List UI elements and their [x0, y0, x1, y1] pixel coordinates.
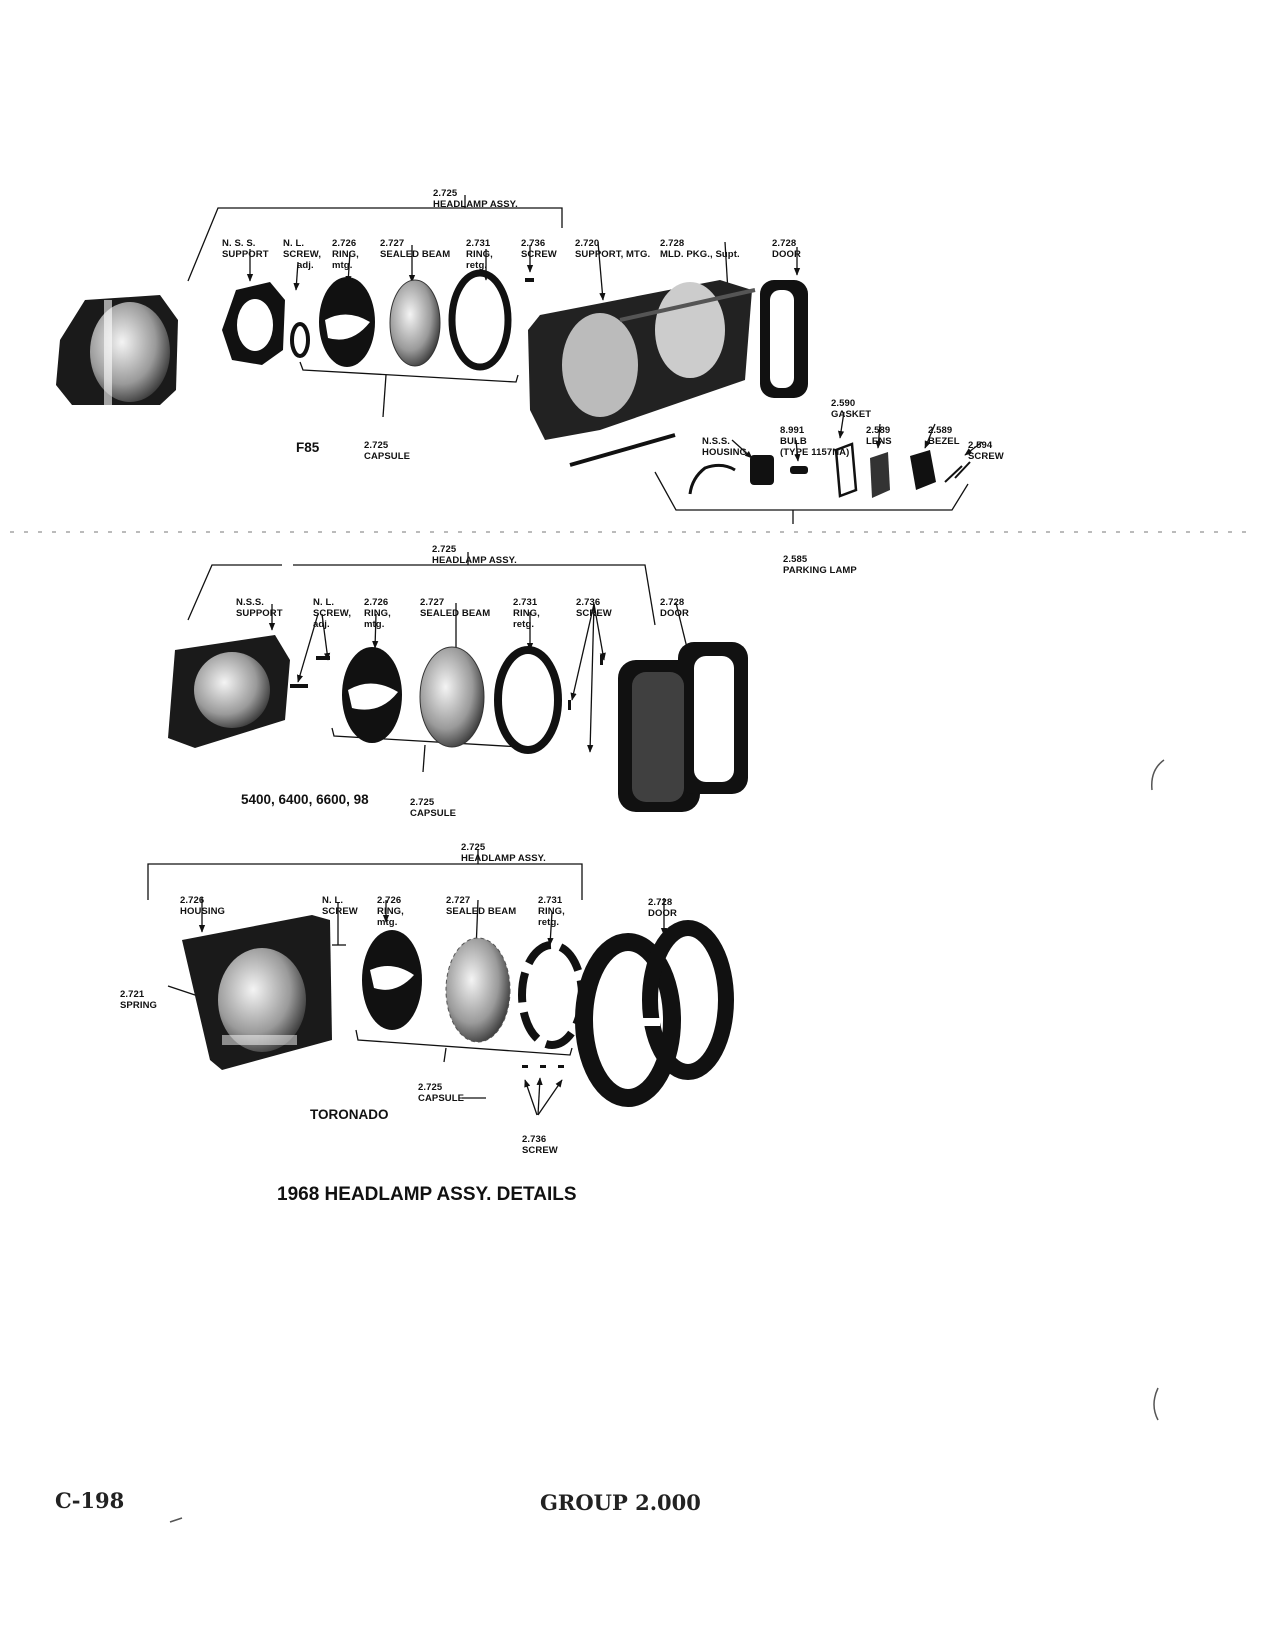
f85-retaining-ring-icon: [448, 269, 512, 371]
f85-nss-housing-label: N.S.S.HOUSING: [702, 436, 748, 458]
page-number: C-198: [55, 1488, 125, 1513]
std-assy-bracket: [293, 564, 656, 626]
parking-lamp-gasket-icon: [834, 442, 858, 498]
f85-nss-support-label: N. S. S.SUPPORT: [222, 238, 269, 260]
parking-lamp-bulb-icon: [790, 466, 808, 474]
toronado-housing-icon: [182, 915, 332, 1070]
f85-nss-support-icon: [222, 282, 285, 365]
std-nss-support-icon: [168, 635, 290, 748]
scan-marks: [169, 759, 1165, 1523]
parking-lamp-lens-icon: [870, 452, 890, 498]
toronado-retaining-ring-icon: [518, 941, 586, 1049]
f85-assembled-headlamp-icon: [56, 295, 178, 405]
f85-sealed-beam-icon: [389, 279, 441, 367]
f85-capsule-bracket: [299, 361, 519, 383]
std-nl-screw-label: N. L.SCREW,adj.: [313, 597, 352, 630]
f85-nl-screw-label: N. L.SCREW,adj.: [283, 238, 322, 271]
std-retaining-ring-icon: [494, 646, 562, 754]
f85-assy-bracket: [187, 207, 563, 282]
std-sealed-beam-icon: [419, 646, 485, 748]
toronado-capsule-bracket: [355, 1029, 573, 1056]
f85-mounting-ring-icon: [319, 277, 375, 367]
toronado-nl-screw-label: N. L.SCREW: [322, 895, 358, 917]
parking-lamp-bezel-icon: [910, 450, 936, 490]
std-model-label: 5400, 6400, 6600, 98: [241, 792, 369, 807]
f85-model-label: F85: [296, 440, 320, 455]
std-nss-bracket: [187, 564, 282, 621]
toronado-sealed-beam-icon: [445, 937, 511, 1043]
std-door-icon: [618, 642, 748, 812]
std-adj-screw-icon: [290, 656, 330, 688]
page-title: 1968 HEADLAMP ASSY. DETAILS: [277, 1184, 577, 1205]
std-screw-icon: [568, 655, 603, 710]
toronado-door-icon: [575, 920, 734, 1107]
f85-mounting-support-icon: [528, 280, 756, 467]
f85-parking-lamp-group: [654, 411, 983, 524]
parking-lamp-screw-icon: [944, 461, 971, 483]
parking-lamp-housing-icon: [688, 455, 774, 495]
f85-adj-screw-icon: [290, 322, 310, 358]
f85-headlamp-group: [187, 195, 801, 418]
toronado-assy-bracket: [147, 863, 583, 900]
group-label: GROUP 2.000: [540, 1490, 701, 1515]
f85-adj-screw-2-icon: [525, 278, 534, 282]
toronado-mounting-ring-icon: [362, 930, 422, 1030]
parking-lamp-bracket: [654, 471, 969, 511]
toronado-screw-icon: [522, 1065, 564, 1068]
std-mounting-ring-icon: [342, 647, 402, 743]
f85-door-icon: [760, 280, 808, 398]
std-nss-support-label: N.S.S.SUPPORT: [236, 597, 283, 619]
toronado-model-label: TORONADO: [310, 1107, 389, 1122]
